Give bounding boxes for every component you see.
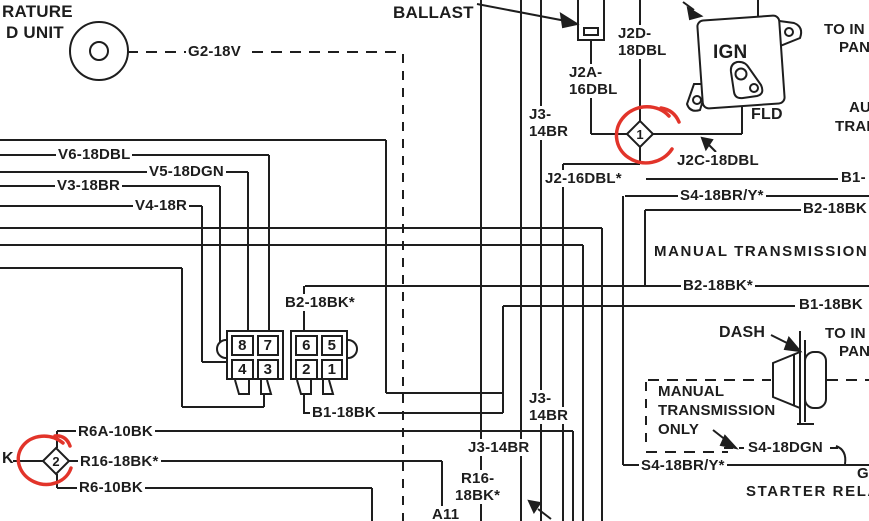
wire-label-j2d-line2: 18DBL (616, 42, 669, 60)
wire-label-b2-pin6: B2-18BK* (283, 294, 357, 312)
wire-label-j3-top-line2: 14BR (527, 123, 571, 141)
wire-label-b1-edge: B1- (839, 169, 868, 187)
dash-label: DASH (719, 324, 766, 341)
wire-label-j2a-line2: 16DBL (567, 81, 620, 99)
wire-label-a11: A11 (430, 506, 462, 521)
connector-pin: 5 (320, 335, 343, 356)
regulator-ign-label: IGN (713, 42, 748, 63)
wire-label-b1-pin2: B1-18BK (310, 404, 378, 422)
splice-number-2: 2 (52, 454, 60, 469)
connector-pin: 4 (231, 359, 254, 380)
wire-label-r6: R6-10BK (77, 479, 145, 497)
regulator-fld-label: FLD (751, 106, 783, 123)
connector-pin: 6 (295, 335, 318, 356)
connector-pin: 1 (320, 359, 343, 380)
wire-label-b2-star-right: B2-18BK* (681, 277, 755, 295)
wire-label-s4-bottom: S4-18BR/Y* (639, 457, 727, 475)
wire-label-v3: V3-18BR (55, 177, 123, 195)
wire-label-b1-right: B1-18BK (797, 296, 865, 314)
annotation-circle-1 (614, 105, 674, 165)
connector-pin: 8 (231, 335, 254, 356)
connector-pin: 2 (295, 359, 318, 380)
connector-pin: 3 (256, 359, 279, 380)
starter-relay-label: STARTER RELA (746, 483, 869, 500)
wire-label-v4: V4-18R (133, 197, 190, 215)
wire-label-r16-low-line2: 18BK* (453, 487, 503, 505)
regulator-symbol (685, 14, 803, 112)
wire-label-j3-top-line1: J3- (527, 106, 554, 124)
pointer-arrows (476, 1, 803, 520)
wire-label-j3-mid-line1: J3- (527, 390, 554, 408)
manual-only-box-line1: MANUAL (658, 383, 725, 400)
manual-transmission-heading: MANUAL TRANSMISSION (654, 243, 869, 260)
ballast-resistor-symbol (577, 0, 605, 41)
wire-label-j2: J2-16DBL* (543, 170, 624, 188)
splice-diamond-2 (41, 446, 71, 476)
wire-label-v6: V6-18DBL (56, 146, 133, 164)
wire-label-r16: R16-18BK* (78, 453, 161, 471)
wire-label-k-truncated: K (2, 450, 14, 467)
auto-trans-label-line1: AU (849, 99, 869, 116)
wire-label-s4-dgn: S4-18DGN (746, 439, 825, 457)
wire-label-s4-top: S4-18BR/Y* (678, 187, 766, 205)
wire-label-v5: V5-18DGN (147, 163, 226, 181)
temperature-unit-label-line1: RATURE (2, 2, 73, 21)
wire-label-j3-low: J3-14BR (466, 439, 532, 457)
manual-only-box-line2: TRANSMISSION (658, 402, 776, 419)
to-panel-label-line2: PAN (839, 343, 869, 360)
g-terminal-label: G (857, 465, 869, 482)
bulkhead-connector-left: 8 7 4 3 (226, 330, 284, 380)
ballast-label: BALLAST (393, 3, 474, 22)
splice-number-1: 1 (636, 127, 644, 142)
to-panel-label-line1: TO IN (825, 325, 866, 342)
wire-label-j2a-line1: J2A- (567, 64, 605, 82)
wire-label-b2-edge: B2-18BK (801, 200, 869, 218)
splice-diamond-1 (625, 119, 655, 149)
temperature-unit-label-line2: D UNIT (6, 23, 64, 42)
dash-grommet-symbol (772, 331, 827, 425)
to-instrument-label-line1: TO IN (824, 21, 865, 38)
red-annotation-circles (16, 105, 681, 487)
annotation-circle-2 (16, 434, 73, 487)
wire-label-r16-low-line1: R16- (459, 470, 497, 488)
wire-label-j2d-line1: J2D- (616, 25, 654, 43)
connector-pin: 7 (256, 335, 279, 356)
to-instrument-label-line2: PAN (839, 39, 869, 56)
sending-unit-symbol (69, 21, 129, 81)
wire-label-g2: G2-18V (186, 43, 243, 61)
wire-label-j3-mid-line2: 14BR (527, 407, 571, 425)
wire-label-r6a: R6A-10BK (76, 423, 155, 441)
bulkhead-connector-right: 6 5 2 1 (290, 330, 348, 380)
manual-only-box-line3: ONLY (658, 421, 700, 438)
wire-label-j2c: J2C-18DBL (675, 152, 761, 170)
auto-trans-label-line2: TRAN (835, 118, 869, 135)
